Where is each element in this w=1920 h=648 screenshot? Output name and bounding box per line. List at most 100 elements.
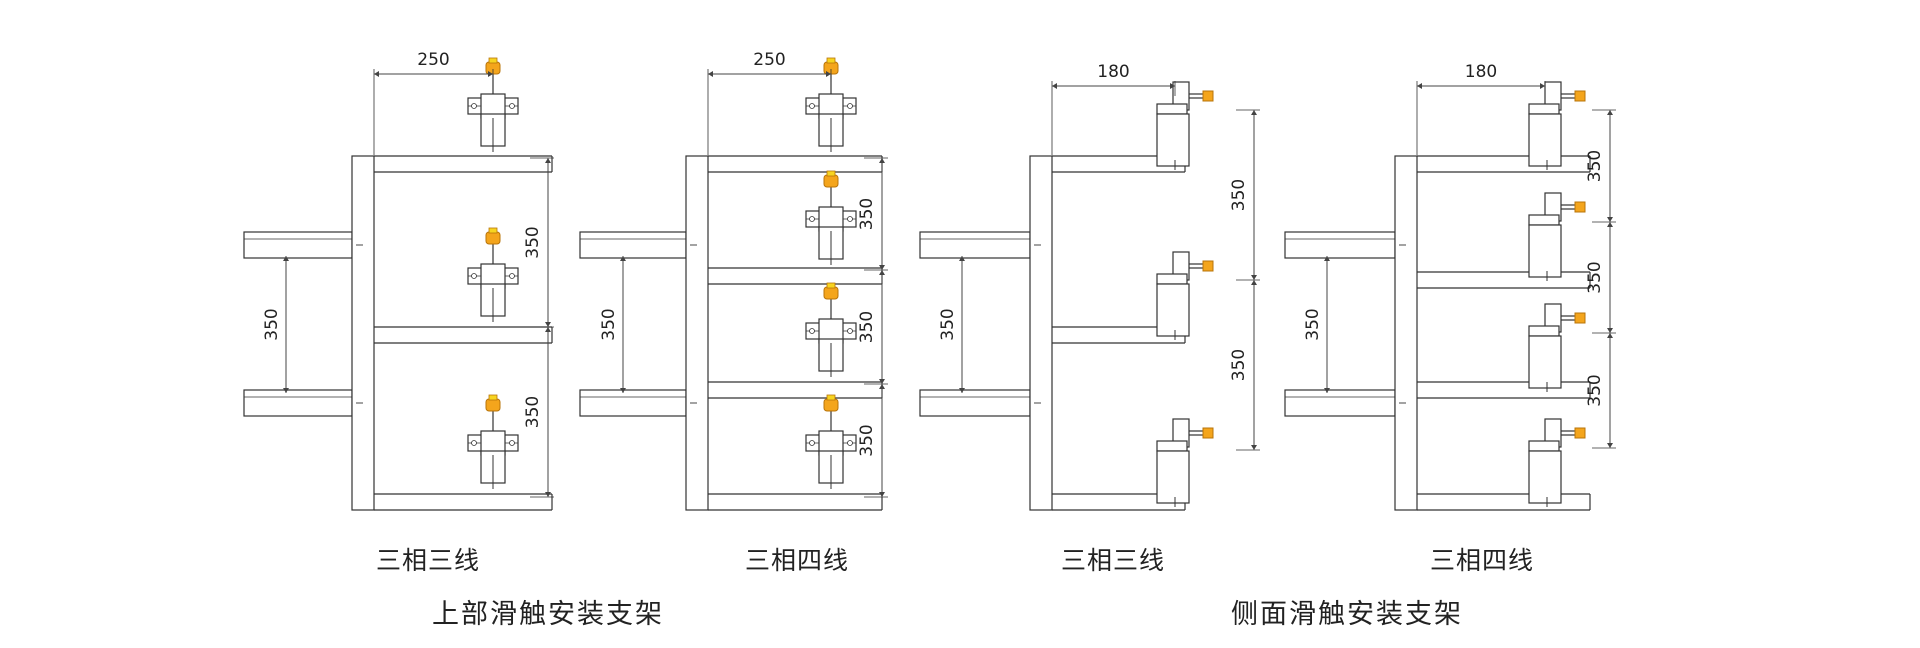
dimension-arrow	[545, 322, 551, 327]
support-beam-2	[1284, 389, 1396, 417]
bolt-icon	[809, 216, 815, 222]
collector-cap	[823, 398, 839, 412]
dimension-arrow	[1324, 388, 1330, 393]
collector-cap	[823, 174, 839, 188]
clamp-arm	[1156, 103, 1188, 115]
dimension-arrow	[1251, 280, 1257, 285]
bracket-drawings: 3502503503503502503503503503501803503503…	[243, 50, 1616, 511]
dimension-arrow	[488, 71, 493, 77]
horizontal-dimension-label: 180	[1465, 62, 1497, 82]
support-beam-1	[1284, 231, 1396, 259]
collector-tip	[826, 170, 836, 177]
bolt-icon	[809, 440, 815, 446]
side-collector	[1528, 81, 1586, 170]
dimension-arrow	[620, 256, 626, 261]
dimension-arrow	[879, 158, 885, 163]
dimension-arrow	[374, 71, 379, 77]
support-beam-1	[919, 231, 1031, 259]
collector-tip	[826, 57, 836, 64]
dimension-arrow	[545, 158, 551, 163]
bolt-icon	[509, 103, 515, 109]
vertical-dimension-label: 350	[262, 308, 282, 340]
bolt-icon	[847, 216, 853, 222]
bolt-icon	[847, 440, 853, 446]
dimension-arrow	[620, 388, 626, 393]
dimension-arrow	[1607, 328, 1613, 333]
dimension-arrow	[959, 388, 965, 393]
top-collector	[805, 170, 857, 265]
vertical-dimension-label: 350	[599, 308, 619, 340]
clamp-arm	[1528, 214, 1560, 226]
vertical-dimension-label: 350	[857, 311, 877, 343]
dimension-arrow	[826, 71, 831, 77]
vertical-dimension-label: 350	[1229, 179, 1249, 211]
vertical-dimension-label: 350	[1303, 308, 1323, 340]
support-beam-2	[243, 389, 353, 417]
bolt-icon	[809, 328, 815, 334]
bracket-mast	[1029, 155, 1053, 511]
side-collector	[1156, 418, 1214, 507]
collector-cap	[1574, 427, 1586, 439]
dimension-arrow	[1607, 443, 1613, 448]
dimension-arrow	[1417, 83, 1422, 89]
dimension-arrow	[879, 379, 885, 384]
collector-cap	[485, 398, 501, 412]
dimension-arrow	[1052, 83, 1057, 89]
dimension-arrow	[1251, 275, 1257, 280]
top-collector	[467, 227, 519, 322]
clamp-body	[1528, 224, 1562, 278]
collector-cap	[1574, 90, 1586, 102]
dimension-arrow	[1607, 222, 1613, 227]
side-collector	[1156, 251, 1214, 340]
dimension-arrow	[1324, 256, 1330, 261]
dimension-arrow	[545, 327, 551, 332]
collector-tip	[488, 394, 498, 401]
bolt-icon	[847, 328, 853, 334]
dimension-arrow	[1170, 83, 1175, 89]
vertical-dimension-label: 350	[857, 424, 877, 456]
clamp-arm	[1528, 103, 1560, 115]
top-collector	[805, 57, 857, 152]
title-side-mount: 侧面滑触安装支架	[1231, 599, 1463, 630]
clamp-body	[1156, 450, 1190, 504]
vertical-dimension-label: 350	[1585, 261, 1605, 293]
collector-cap	[1574, 312, 1586, 324]
bracket-mast	[351, 155, 375, 511]
side-collector	[1156, 81, 1214, 170]
dimension-arrow	[879, 492, 885, 497]
bracket-mast	[685, 155, 709, 511]
dimension-arrow	[283, 388, 289, 393]
dimension-arrow	[1251, 110, 1257, 115]
vertical-dimension-label: 350	[523, 226, 543, 258]
vertical-dimension-label: 350	[857, 198, 877, 230]
caption-diagram-2: 三相四线	[745, 546, 850, 575]
vertical-dimension-label: 350	[1585, 150, 1605, 182]
horizontal-dimension-label: 250	[417, 50, 449, 70]
clamp-arm	[1156, 273, 1188, 285]
collector-cap	[823, 286, 839, 300]
side-collector	[1528, 303, 1586, 392]
collector-tip	[826, 394, 836, 401]
dimension-arrow	[1540, 83, 1545, 89]
dimension-arrow	[879, 270, 885, 275]
bolt-icon	[471, 103, 477, 109]
dimension-arrow	[879, 384, 885, 389]
clamp-body	[1528, 113, 1562, 167]
dimension-arrow	[879, 265, 885, 270]
collector-cap	[1574, 201, 1586, 213]
top-collector	[805, 282, 857, 377]
clamp-arm	[1156, 440, 1188, 452]
top-collector	[805, 394, 857, 489]
bolt-icon	[471, 440, 477, 446]
clamp-body	[1528, 450, 1562, 504]
dimension-arrow	[1607, 333, 1613, 338]
dimension-arrow	[1251, 445, 1257, 450]
title-top-mount: 上部滑触安装支架	[432, 599, 664, 630]
side-collector	[1528, 192, 1586, 281]
collector-cap	[485, 231, 501, 245]
dimension-arrow	[1607, 217, 1613, 222]
dimension-arrow	[283, 256, 289, 261]
collector-tip	[488, 57, 498, 64]
